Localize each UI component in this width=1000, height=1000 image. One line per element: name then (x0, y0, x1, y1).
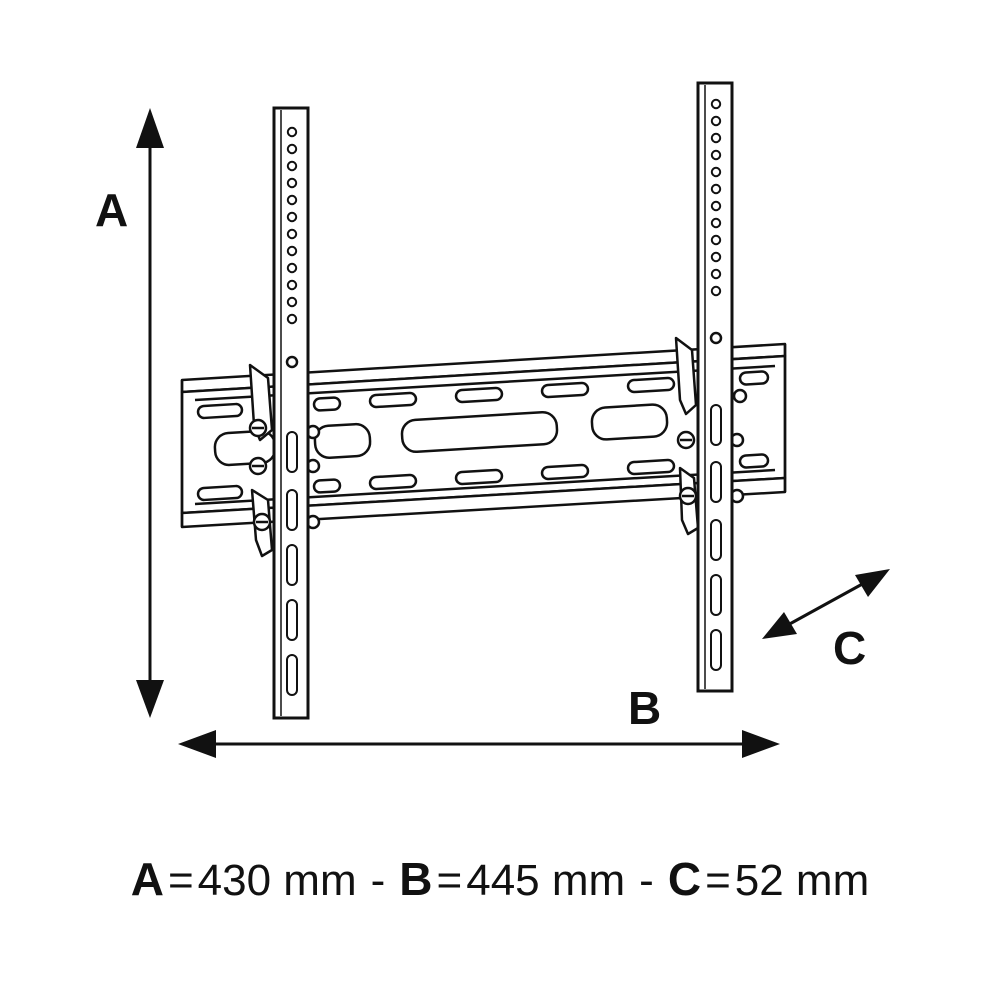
dimension-b-arrow (178, 730, 780, 758)
mounting-hole (710, 268, 722, 280)
mounting-hole (286, 194, 298, 206)
dimension-b-label: B (628, 682, 661, 734)
mounting-hole (286, 262, 298, 274)
mounting-hole (286, 177, 298, 189)
mounting-hole (286, 126, 298, 138)
dimension-c-arrow (762, 569, 890, 639)
mounting-hole (286, 143, 298, 155)
mounting-hole (286, 296, 298, 308)
mounting-slot (286, 431, 298, 473)
mounting-slot (286, 599, 298, 641)
caption-b-equals: = (436, 856, 463, 905)
mounting-hole (710, 285, 722, 297)
upright-screws (285, 331, 723, 369)
caption-separator-2: - (639, 856, 654, 905)
dimension-a-arrow (136, 108, 164, 718)
caption-b-value: 445 mm (466, 856, 626, 905)
dimension-c-label: C (833, 622, 866, 674)
caption-b-label: B (399, 853, 433, 905)
caption-c-label: C (667, 853, 702, 905)
mounting-hole (286, 211, 298, 223)
mounting-slot (710, 574, 722, 616)
mounting-hole (710, 115, 722, 127)
caption-separator-1: - (370, 856, 386, 905)
mounting-slot (286, 544, 298, 586)
mounting-slot (286, 489, 298, 531)
dimension-a-label: A (95, 184, 128, 236)
mounting-hole (710, 98, 722, 110)
mounting-hole (286, 228, 298, 240)
mounting-hole (710, 234, 722, 246)
mounting-hole (710, 251, 722, 263)
caption-a-label: A (130, 853, 164, 905)
caption-c-value: 52 mm (734, 856, 870, 905)
mounting-hole (710, 183, 722, 195)
mounting-hole (710, 166, 722, 178)
dimensions-caption: A=430 mm-B=445 mm-C=52 mm (0, 852, 1000, 906)
right-tilt-latch (674, 336, 748, 536)
caption-a-value: 430 mm (197, 856, 357, 905)
mounting-hole (710, 217, 722, 229)
mounting-hole (286, 160, 298, 172)
mounting-hole (286, 245, 298, 257)
right-upright-arm (696, 81, 734, 693)
mounting-slot (286, 654, 298, 696)
mounting-hole (286, 279, 298, 291)
wall-plate-slots (196, 370, 770, 502)
mounting-hole (710, 200, 722, 212)
mounting-slot (710, 519, 722, 561)
mounting-slot (710, 629, 722, 671)
left-tilt-latch (248, 363, 321, 558)
caption-c-equals: = (705, 856, 731, 905)
mounting-hole (286, 313, 298, 325)
mounting-hole (710, 149, 722, 161)
mounting-slot (710, 461, 722, 503)
caption-a-equals: = (167, 856, 194, 905)
mounting-hole (710, 132, 722, 144)
mounting-slot (710, 404, 722, 446)
left-upright-arm (272, 106, 310, 720)
